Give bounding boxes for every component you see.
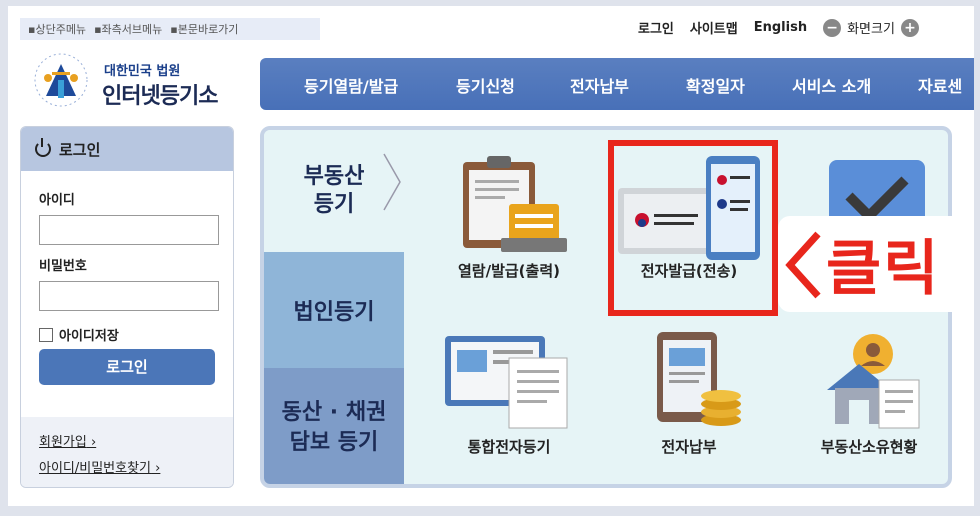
service-view-print[interactable]: 열람/발급(출력) [434,154,584,281]
utility-bar: 로그인 사이트맵 English − 화면크기 + [638,18,919,37]
arrow-left-icon [785,231,821,299]
service-view-print-label: 열람/발급(출력) [458,262,560,280]
nav-item-apply[interactable]: 등기신청 [456,77,515,96]
skip-link-content[interactable]: ▪본문바로가기 [170,23,239,36]
join-link-text: 회원가입 [39,435,87,450]
zoom-out-icon[interactable]: − [823,18,842,37]
password-label: 비밀번호 [39,259,87,274]
checkbox-icon[interactable] [39,327,53,342]
join-link[interactable]: 회원가입 › [39,435,97,450]
tab-movable-claims-label: 동산 · 채권 담보 등기 [281,400,387,455]
logo-subtitle: 대한민국 법원 [104,64,181,79]
nav-item-data-center[interactable]: 자료센 [918,77,963,96]
clipboard-printer-icon [449,154,569,254]
power-icon [35,138,51,157]
tab-real-estate[interactable]: 부동산 등기 [264,130,404,252]
id-input[interactable] [39,215,219,245]
court-emblem-icon [34,53,88,107]
skip-links: ▪상단주메뉴 ▪좌측서브메뉴 ▪본문바로가기 [20,18,320,40]
util-sitemap-link[interactable]: 사이트맵 [689,22,738,37]
house-person-icon [809,330,929,430]
page: ▪상단주메뉴 ▪좌측서브메뉴 ▪본문바로가기 로그인 사이트맵 English … [8,6,974,506]
nav-item-service-intro[interactable]: 서비스 소개 [792,77,872,96]
id-label: 아이디 [39,193,75,208]
site-logo[interactable]: 대한민국 법원 인터넷등기소 [28,50,258,112]
logo-title: 인터넷등기소 [102,84,218,109]
tablet-coins-icon [629,330,749,430]
service-e-issue[interactable]: 전자발급(전송) [614,154,764,281]
nav-item-view-issue[interactable]: 등기열람/발급 [304,77,399,96]
service-e-issue-label: 전자발급(전송) [640,262,738,280]
skip-link-top-menu[interactable]: ▪상단주메뉴 [28,23,87,36]
tab-corporate-label: 법인등기 [293,300,375,325]
tablet-gov-icon [618,154,760,260]
save-id-label: 아이디저장 [59,329,119,344]
zoom-in-icon[interactable]: + [900,18,919,37]
skip-link-left-menu[interactable]: ▪좌측서브메뉴 [94,23,163,36]
service-integrated-e-reg[interactable]: 통합전자등기 [434,330,584,457]
screen-size-control: − 화면크기 + [823,18,919,37]
login-box: 로그인 아이디 비밀번호 아이디저장 로그인 회원가입 › 아이디/비밀번호찾기… [20,126,234,488]
tab-real-estate-label: 부동산 등기 [303,164,365,217]
login-button[interactable]: 로그인 [39,349,215,385]
click-callout-text: 클릭 [826,234,941,304]
service-property-ownership[interactable]: 부동산소유현황 [794,330,944,457]
nav-item-fixed-date[interactable]: 확정일자 [686,77,745,96]
service-integrated-e-reg-label: 통합전자등기 [467,438,551,456]
service-property-ownership-label: 부동산소유현황 [820,438,918,456]
login-box-title: 로그인 [59,140,101,159]
click-callout: 클릭 [778,216,974,312]
save-id-checkbox[interactable]: 아이디저장 [39,325,119,344]
password-input[interactable] [39,281,219,311]
monitor-document-icon [445,330,569,430]
find-account-text: 아이디/비밀번호찾기 [39,461,152,476]
login-footer: 회원가입 › 아이디/비밀번호찾기 › [21,417,233,487]
tab-corporate[interactable]: 법인등기 [264,252,404,368]
service-e-payment-label: 전자납부 [661,438,717,456]
service-e-payment[interactable]: 전자납부 [614,330,764,457]
screen-size-label: 화면크기 [847,22,895,37]
login-box-header: 로그인 [21,127,233,171]
main-nav: 등기열람/발급 등기신청 전자납부 확정일자 서비스 소개 자료센 [260,58,974,110]
tab-movable-claims[interactable]: 동산 · 채권 담보 등기 [264,368,404,484]
chevron-right-icon [383,153,401,211]
find-account-link[interactable]: 아이디/비밀번호찾기 › [39,461,161,476]
util-login-link[interactable]: 로그인 [638,22,674,37]
nav-item-e-payment[interactable]: 전자납부 [570,77,629,96]
service-panel: 부동산 등기 법인등기 동산 · 채권 담보 등기 [260,126,952,488]
util-english-link[interactable]: English [753,20,808,35]
